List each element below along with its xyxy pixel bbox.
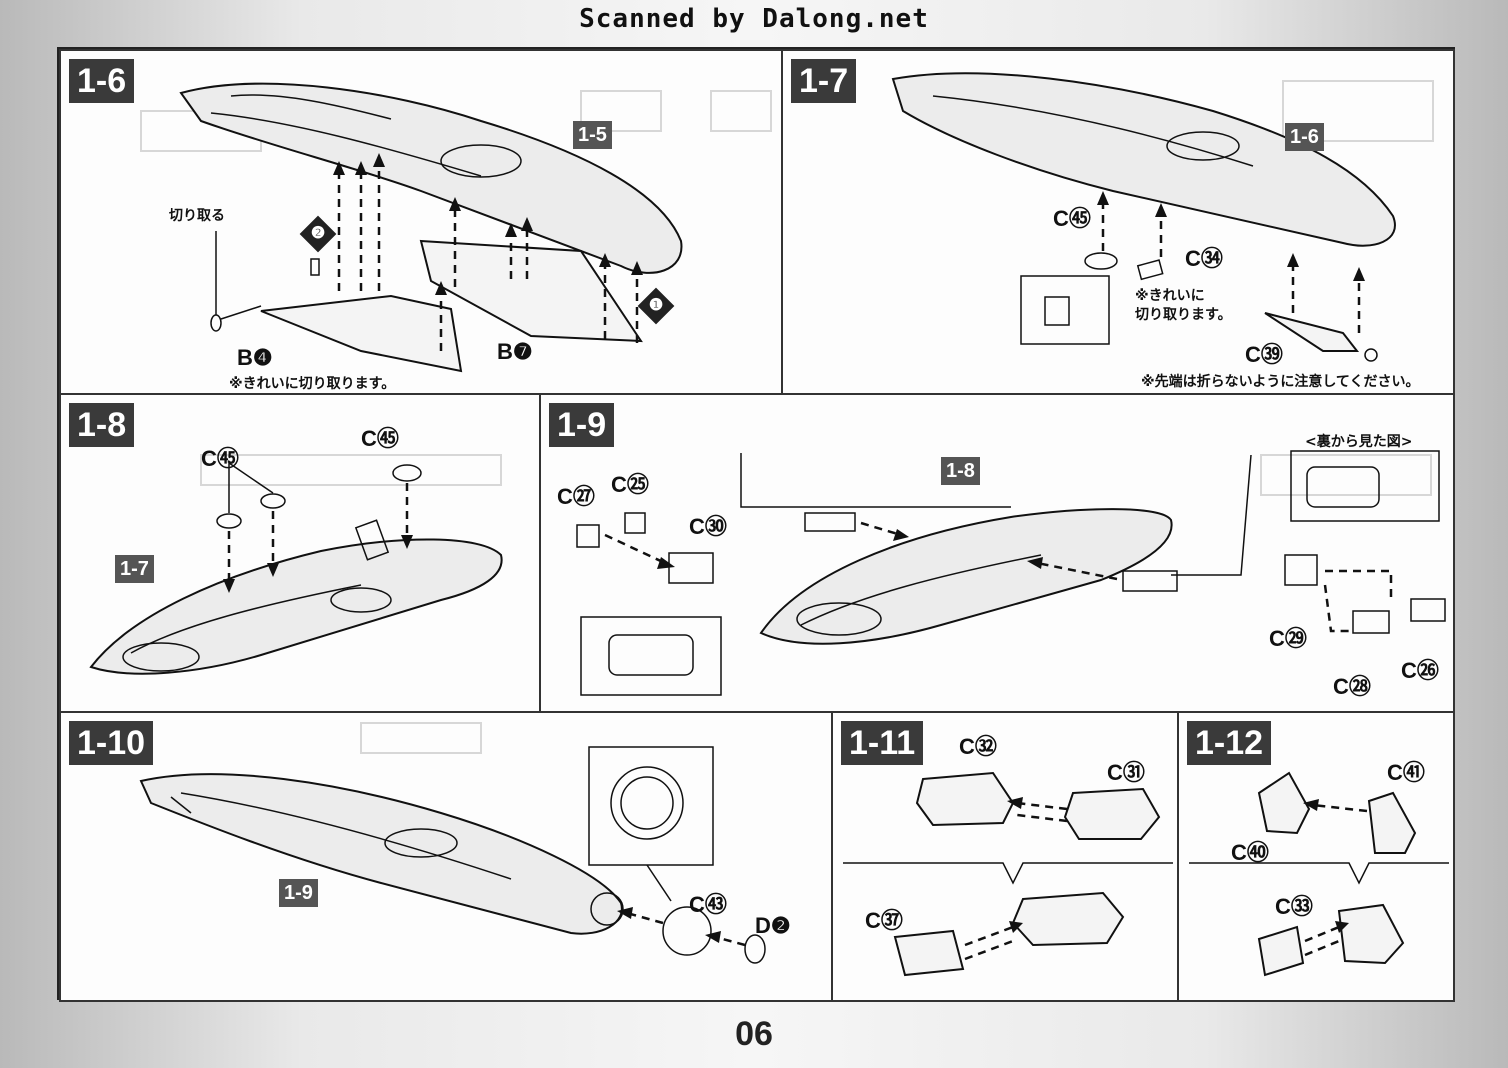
step-number: 1-12 — [1187, 721, 1272, 765]
ship-hull-assembly-illustration — [140, 82, 772, 373]
cut-cleanly-note: ※きれいに切り取ります。 — [229, 376, 396, 392]
reference-step-badge: 1-6 — [1285, 123, 1324, 151]
panel-step-1-11: 1-11 C㉜ C㉛ C㊲ — [831, 711, 1179, 1002]
part-label-d2: D❷ — [755, 913, 791, 938]
ship-engine-nozzle-illustration — [139, 722, 766, 964]
part-label-b4: B❹ — [237, 345, 273, 370]
part-label-c25: C㉕ — [611, 472, 649, 497]
part-label-c40: C㊵ — [1231, 840, 1269, 865]
reference-step-badge: 1-7 — [115, 555, 154, 583]
panel-step-1-10: 1-10 1-9 C㊸ D❷ — [59, 711, 833, 1002]
part-label-c28: C㉘ — [1333, 674, 1371, 699]
panel-step-1-6: 1-6 1-5 切り取る ❷ ❶ B❹ B❼ ※きれいに切り取ります。 — [59, 49, 783, 395]
part-label-c32: C㉜ — [959, 734, 997, 759]
panel-step-1-7: 1-7 1-6 C㊺ C㉞ ※きれいに 切り取ります。 C㊴ ※先端は折らないよ… — [781, 49, 1455, 395]
part-label-c43: C㊸ — [689, 892, 727, 917]
step-number: 1-7 — [791, 59, 857, 103]
panel-step-1-12: 1-12 C㊶ C㊵ C㉝ — [1177, 711, 1455, 1002]
tip-caution-note: ※先端は折らないように注意してください。 — [1141, 374, 1420, 390]
step-number: 1-10 — [69, 721, 154, 765]
step-number: 1-9 — [549, 403, 615, 447]
part-label-c33: C㉝ — [1275, 894, 1313, 919]
panel-step-1-8: 1-8 C㊺ C㊺ 1-7 — [59, 393, 541, 713]
page-number: 06 — [735, 1015, 773, 1053]
callout-number-1: ❶ — [637, 287, 675, 325]
step-number: 1-11 — [841, 721, 924, 765]
reference-step-badge: 1-9 — [279, 879, 318, 907]
panel-step-1-9: 1-9 C㉗ C㉕ C㉚ 1-8 <裏から見た図> C㉙ C㉘ C㉖ — [539, 393, 1455, 713]
cut-label: 切り取る — [169, 208, 225, 224]
scan-credit: Scanned by Dalong.net — [579, 4, 929, 34]
part-label-c39: C㊴ — [1245, 342, 1283, 367]
part-label-c30: C㉚ — [689, 514, 727, 539]
cut-cleanly-note: ※きれいに 切り取ります。 — [1135, 288, 1232, 323]
reference-step-badge: 1-5 — [573, 121, 612, 149]
part-label-c37: C㊲ — [865, 908, 903, 933]
reference-step-badge: 1-8 — [941, 457, 980, 485]
part-label-c45: C㊺ — [361, 426, 399, 451]
part-label-c29: C㉙ — [1269, 626, 1307, 651]
step-number: 1-6 — [69, 59, 135, 103]
step-number: 1-8 — [69, 403, 135, 447]
ship-antenna-parts-illustration — [89, 454, 503, 675]
part-label-c45: C㊺ — [201, 446, 239, 471]
ship-missile-pod-illustration — [576, 450, 1446, 696]
part-label-c27: C㉗ — [557, 484, 595, 509]
part-label-c34: C㉞ — [1185, 246, 1223, 271]
part-label-b7: B❼ — [497, 339, 533, 364]
ship-sensor-parts-illustration — [891, 72, 1434, 362]
callout-number-2: ❷ — [299, 215, 337, 253]
back-view-label: <裏から見た図> — [1305, 434, 1413, 450]
instruction-sheet: 1-6 1-5 切り取る ❷ ❶ B❹ B❼ ※きれいに切り取ります。 1-7 … — [57, 47, 1455, 1002]
part-label-c31: C㉛ — [1107, 760, 1145, 785]
part-label-c45: C㊺ — [1053, 206, 1091, 231]
bridge-tower-assembly-illustration — [1189, 771, 1449, 977]
part-label-c26: C㉖ — [1401, 658, 1439, 683]
turret-assembly-illustration — [843, 771, 1173, 977]
part-label-c41: C㊶ — [1387, 760, 1425, 785]
